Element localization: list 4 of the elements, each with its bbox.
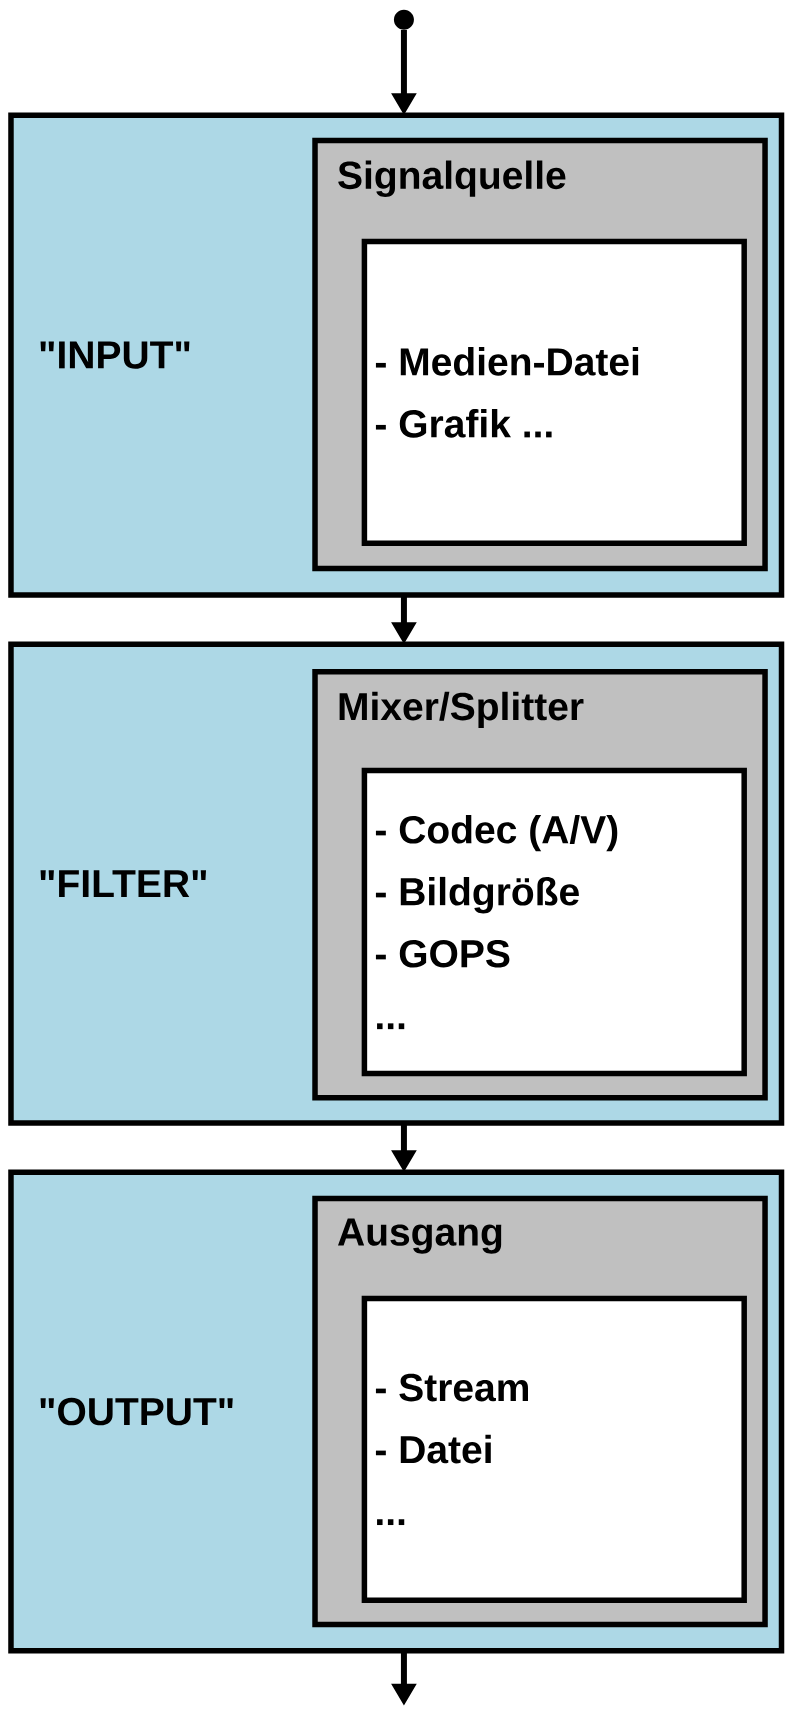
list-box: - Stream - Datei ... [361,1295,747,1604]
list-box: - Medien-Datei - Grafik ... [361,238,747,547]
start-dot [393,9,414,30]
list-box: - Codec (A/V) - Bildgröße - GOPS ... [361,767,747,1077]
